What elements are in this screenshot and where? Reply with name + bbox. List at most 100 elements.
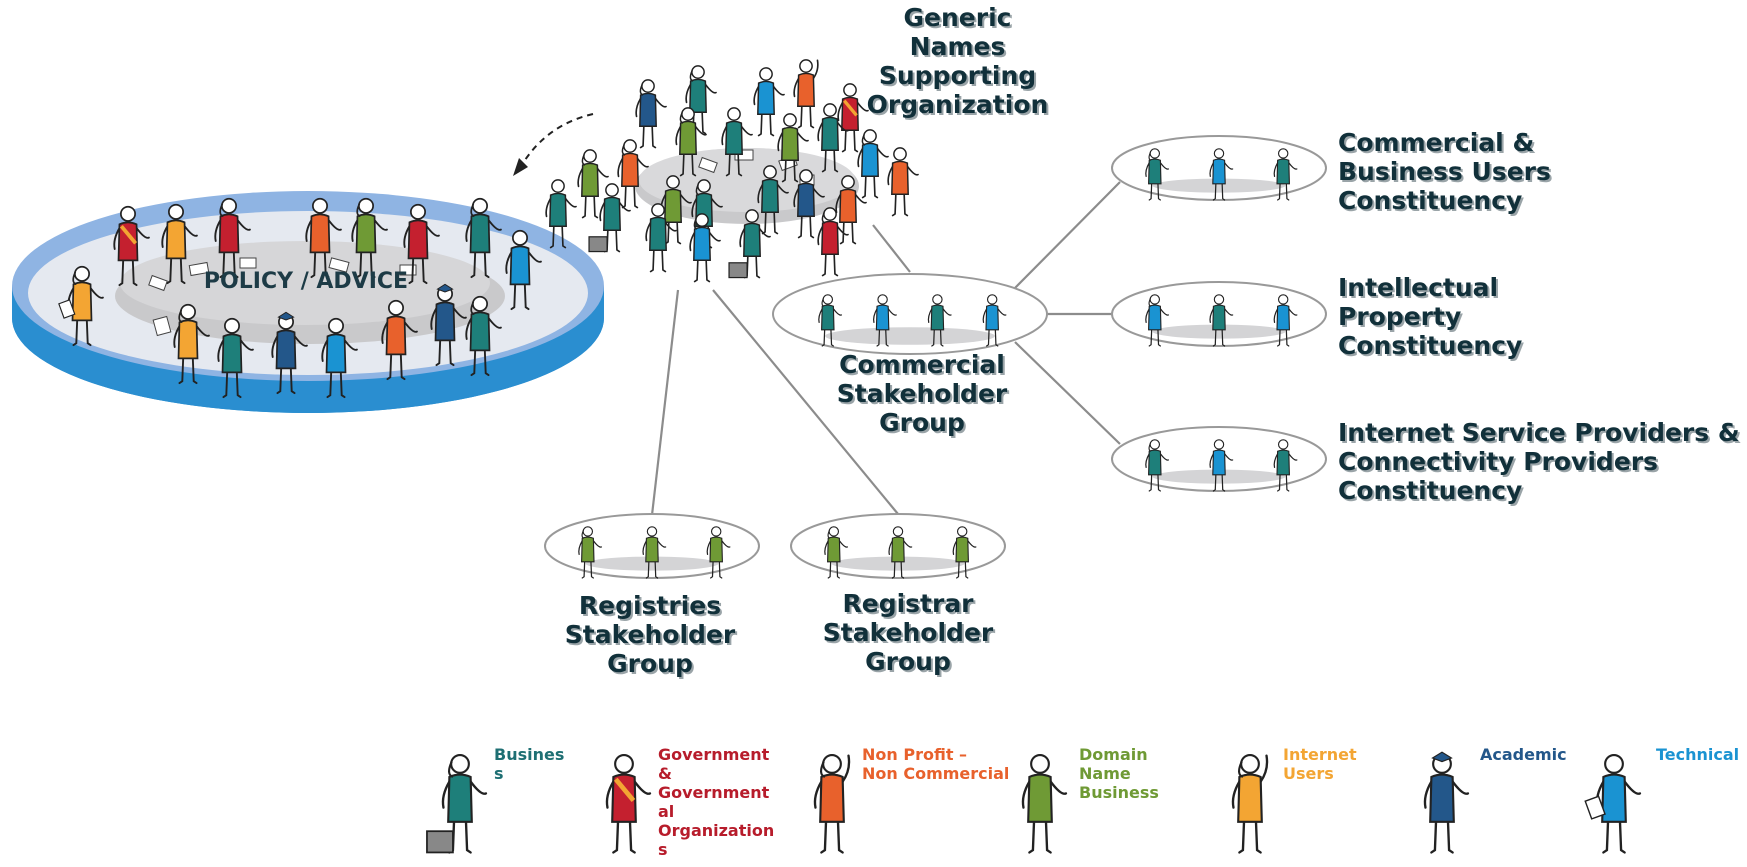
rrsg-label-line: Stakeholder xyxy=(822,618,994,647)
legend-label-business: Busines s xyxy=(494,745,564,783)
person-figure xyxy=(793,169,825,239)
legend-label-government: Government & Government al Organization … xyxy=(658,745,774,859)
person-figure xyxy=(952,526,977,579)
rysg-label: Registries Stakeholder Group xyxy=(550,591,750,678)
rrsg-label: Registrar Stakeholder Group xyxy=(808,589,1008,676)
csg-label: Commercial Stakeholder Group xyxy=(822,350,1022,437)
constituency-label-line: Constituency xyxy=(1338,476,1523,505)
connector-csg-cbuc xyxy=(1014,181,1121,289)
person-figure xyxy=(173,303,210,385)
person-figure xyxy=(887,147,919,217)
rrsg-label-line: Registrar xyxy=(842,589,974,618)
person-figure xyxy=(1145,294,1170,347)
cbuc-pod xyxy=(1111,135,1327,201)
person-figure xyxy=(1273,294,1298,347)
connector-gnso-csg xyxy=(872,224,911,273)
rysg-label-line: Stakeholder xyxy=(564,620,736,649)
person-figure xyxy=(465,295,502,377)
constituency-label-line: Intellectual xyxy=(1338,273,1499,302)
person-figure xyxy=(824,526,849,579)
rysg-label-line: Group xyxy=(607,649,693,678)
csg-pod xyxy=(772,273,1048,355)
person-figure xyxy=(381,299,418,381)
rrsg-pod xyxy=(790,513,1006,579)
gnso-label-line: Names xyxy=(909,32,1006,61)
person-figure xyxy=(465,197,502,279)
person-figure xyxy=(588,183,631,253)
person-figure xyxy=(706,526,731,579)
legend-label-domain-name-business: Domain Name Business xyxy=(1079,745,1159,802)
gnso-label-line: Supporting xyxy=(878,61,1037,90)
person-figure xyxy=(660,175,692,245)
constituency-label-line: Business Users xyxy=(1338,157,1551,186)
person-figure xyxy=(1145,148,1170,201)
legend-label-internet-users: Internet Users xyxy=(1283,745,1357,783)
person-figure xyxy=(818,294,843,347)
constituency-label-ispcp: Internet Service Providers & Connectivit… xyxy=(1338,418,1740,505)
person-figure xyxy=(728,209,771,279)
person-figure xyxy=(753,67,785,137)
constituency-label-line: Constituency xyxy=(1338,331,1523,360)
person-figure xyxy=(113,205,150,287)
person-figure xyxy=(1209,294,1234,347)
people-layer xyxy=(58,59,1642,854)
legend-figure xyxy=(605,754,652,854)
legend-label-line: Busines xyxy=(494,745,565,764)
legend-label-line: Government xyxy=(658,745,770,764)
person-figure xyxy=(351,197,388,279)
legend-label-line: Organization xyxy=(658,821,775,840)
person-figure xyxy=(1209,439,1234,492)
gnso-label-line: Organization xyxy=(866,90,1049,119)
connector-lines xyxy=(650,181,1121,516)
constituency-label-line: Internet Service Providers & xyxy=(1338,418,1740,447)
legend-label-line: s xyxy=(658,840,668,859)
person-figure xyxy=(645,203,677,273)
legend-label-line: Name xyxy=(1079,764,1131,783)
legend-figure xyxy=(426,754,488,854)
constituency-label-cbuc: Commercial & Business Users Constituency xyxy=(1338,128,1551,215)
person-figure xyxy=(777,113,809,183)
connector-gnso-rysg xyxy=(650,289,680,516)
csg-label-line: Commercial xyxy=(839,350,1005,379)
person-figure xyxy=(927,294,952,347)
constituency-label-line: Constituency xyxy=(1338,186,1523,215)
person-figure xyxy=(1273,148,1298,201)
person-figure xyxy=(217,317,254,399)
legend-label-line: Domain xyxy=(1079,745,1148,764)
person-figure xyxy=(617,139,649,209)
person-figure xyxy=(982,294,1007,347)
csg-label-line: Group xyxy=(879,408,965,437)
legend-label-line: Non Commercial xyxy=(862,764,1010,783)
person-figure xyxy=(430,283,467,367)
person-figure xyxy=(1209,148,1234,201)
person-figure xyxy=(1145,439,1170,492)
person-figure xyxy=(271,311,308,395)
legend-label-line: s xyxy=(494,764,504,783)
legend-label-line: & xyxy=(658,764,672,783)
person-figure xyxy=(1273,439,1298,492)
legend-label-academic: Academic xyxy=(1480,745,1567,764)
person-figure xyxy=(635,79,667,149)
legend-label-non-profit: Non Profit – Non Commercial xyxy=(862,745,1009,783)
person-figure xyxy=(817,103,849,173)
legend-label-line: Users xyxy=(1283,764,1334,783)
legend-label-line: Government xyxy=(658,783,770,802)
legend-label-line: Non Profit – xyxy=(862,745,968,764)
person-figure xyxy=(161,203,198,285)
person-figure xyxy=(857,129,889,199)
person-figure xyxy=(403,203,440,285)
legend-label-line: al xyxy=(658,802,675,821)
person-figure xyxy=(545,179,577,249)
person-figure xyxy=(577,149,609,219)
person-figure xyxy=(58,265,104,347)
rysg-pod xyxy=(544,513,760,579)
policy-advice-label: POLICY / ADVICE xyxy=(204,269,408,294)
person-figure xyxy=(578,526,603,579)
person-figure xyxy=(675,107,707,177)
person-figure xyxy=(757,165,789,235)
person-figure xyxy=(873,294,897,347)
person-figure xyxy=(321,317,358,399)
legend-figure xyxy=(1584,754,1642,854)
person-figure xyxy=(721,107,753,177)
